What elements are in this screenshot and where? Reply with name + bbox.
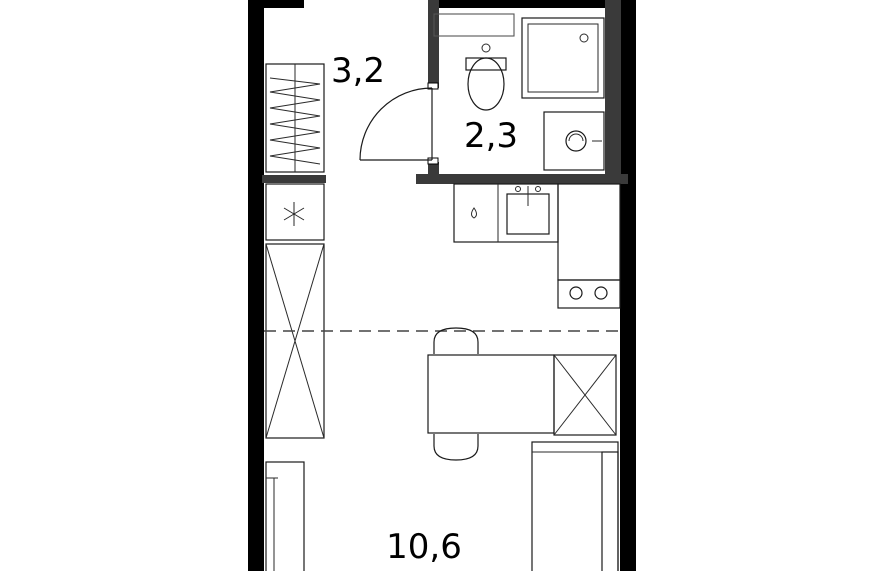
door-jamb-top bbox=[427, 82, 439, 90]
bathroom-wall-bottom bbox=[416, 174, 628, 184]
bathroom-fixtures bbox=[433, 13, 605, 171]
kitchen-counter bbox=[453, 183, 621, 309]
bathroom-wall-left-upper bbox=[428, 0, 439, 88]
washing-machine bbox=[543, 111, 605, 171]
toilet bbox=[465, 43, 507, 111]
water-drop-icon bbox=[471, 207, 477, 219]
wall-right bbox=[620, 0, 636, 571]
chair-bottom bbox=[433, 434, 479, 461]
side-cabinet bbox=[553, 354, 617, 436]
shower-tray bbox=[521, 17, 605, 99]
bathroom-door bbox=[359, 87, 433, 161]
wall-left bbox=[248, 0, 264, 571]
wall-top-left bbox=[248, 0, 304, 8]
fridge-cabinet bbox=[265, 183, 325, 439]
outer-walls bbox=[248, 0, 636, 571]
bathroom-wall-right bbox=[605, 0, 621, 184]
bathroom-wall-left-lower bbox=[428, 162, 439, 184]
chair-top bbox=[433, 327, 479, 354]
snowflake-icon bbox=[283, 202, 305, 226]
towel-rail bbox=[433, 13, 515, 37]
area-label-bathroom: 2,3 bbox=[464, 116, 518, 156]
wall-top-right bbox=[428, 0, 636, 8]
bathroom-walls bbox=[416, 0, 628, 184]
wardrobe bbox=[265, 63, 325, 173]
dining-set bbox=[427, 327, 555, 461]
kitchen-sink bbox=[506, 186, 550, 235]
area-label-living: 10,6 bbox=[386, 527, 462, 567]
sofa bbox=[531, 441, 619, 571]
stove bbox=[557, 279, 621, 309]
area-label-hallway: 3,2 bbox=[331, 51, 385, 91]
shelf bbox=[265, 461, 305, 571]
dining-table bbox=[427, 354, 555, 434]
hallway-partition bbox=[262, 175, 326, 183]
door-jamb-bottom bbox=[427, 157, 439, 165]
